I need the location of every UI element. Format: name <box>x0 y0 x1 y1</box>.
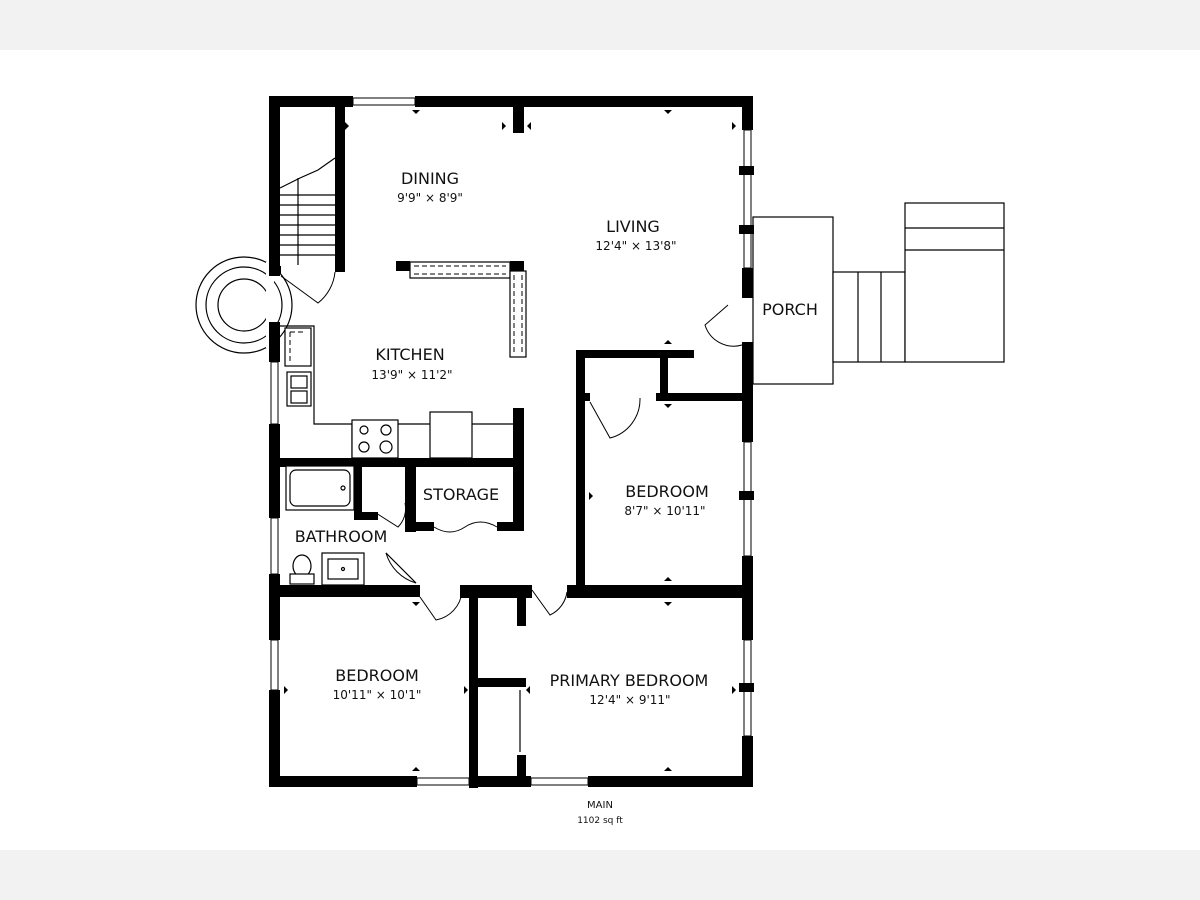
bathroom-fixtures <box>285 465 365 586</box>
living-label: LIVING <box>606 217 660 236</box>
floor-name: MAIN <box>587 800 613 811</box>
primary-bedroom-label: PRIMARY BEDROOM <box>550 671 709 690</box>
bedroom-west-dimensions: 10'11" × 10'1" <box>333 688 422 702</box>
kitchen-dimensions: 13'9" × 11'2" <box>371 368 452 382</box>
bedroom-east-label: BEDROOM <box>625 482 709 501</box>
kitchen-counters <box>280 261 527 459</box>
floor-area: 1102 sq ft <box>577 816 623 826</box>
primary-bedroom-dimensions: 12'4" × 9'11" <box>589 693 670 707</box>
doors <box>280 271 743 752</box>
living-dimensions: 12'4" × 13'8" <box>595 239 676 253</box>
bedroom-west-label: BEDROOM <box>335 666 419 685</box>
dining-dimensions: 9'9" × 8'9" <box>397 191 463 205</box>
storage-label: STORAGE <box>423 485 499 504</box>
floor-plan: DINING 9'9" × 8'9" LIVING 12'4" × 13'8" … <box>195 96 1005 826</box>
dining-label: DINING <box>401 169 459 188</box>
kitchen-label: KITCHEN <box>375 345 444 364</box>
floor-plan-canvas: DINING 9'9" × 8'9" LIVING 12'4" × 13'8" … <box>0 50 1200 850</box>
exterior-deck <box>752 202 1005 385</box>
bathroom-label: BATHROOM <box>295 527 388 546</box>
porch-label: PORCH <box>762 300 818 319</box>
interior-walls <box>269 107 753 788</box>
spiral-staircase <box>195 256 293 354</box>
measurement-ticks <box>284 110 736 771</box>
interior-stairs <box>279 157 336 265</box>
bedroom-east-dimensions: 8'7" × 10'11" <box>624 504 705 518</box>
